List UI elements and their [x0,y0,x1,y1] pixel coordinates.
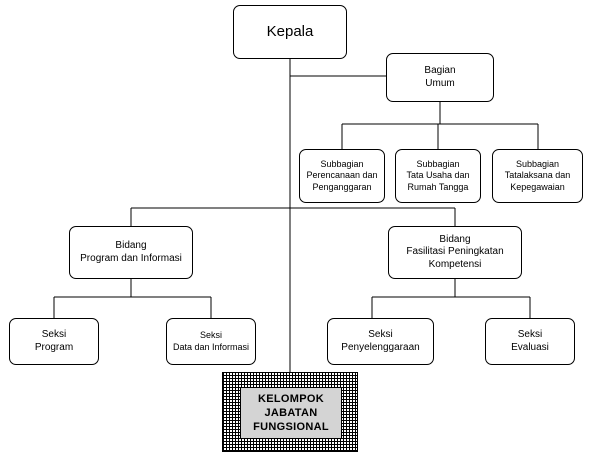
seksi-program-box: Seksi Program [9,318,99,365]
seksi-3-line-2: Penyelenggaraan [341,341,420,353]
kelompok-fungsional-box: KELOMPOK JABATAN FUNGSIONAL [240,387,342,439]
seksi-1-line-1: Seksi [41,329,67,340]
subbagian-1-line-2: Perencanaan dan [306,170,378,181]
seksi-3-line-1: Seksi [368,329,393,340]
seksi-penyelenggaraan-box: Seksi Penyelenggaraan [327,318,434,365]
subbagian-1-line-3: Penganggaran [312,181,372,192]
bagian-umum-line-1: Bagian [424,65,456,76]
bidang-fasilitasi-box: Bidang Fasilitasi Peningkatan Kompetensi [388,226,522,279]
bagian-umum-line-2: Umum [425,77,455,89]
seksi-2-line-1: Seksi [199,330,222,341]
bidang-program-box: Bidang Program dan Informasi [69,226,193,279]
seksi-2-line-2: Data dan Informasi [172,341,250,352]
subbagian-2-line-3: Rumah Tangga [407,181,469,192]
bidang-1-line-1: Bidang [115,240,147,251]
subbagian-2-line-1: Subbagian [416,159,460,170]
bidang-2-line-2: Fasilitasi Peningkatan [406,246,504,258]
kepala-label: Kepala [266,22,314,40]
kelompok-line-2: JABATAN [264,406,318,419]
bagian-umum-box: Bagian Umum [386,53,494,102]
seksi-4-line-1: Seksi [517,329,543,340]
kelompok-line-3: FUNGSIONAL [253,421,329,434]
subbagian-3-line-2: Tatalaksana dan [504,170,571,181]
subbagian-1-line-1: Subbagian [320,159,364,170]
seksi-evaluasi-box: Seksi Evaluasi [485,318,575,365]
seksi-1-line-2: Program [34,341,74,353]
subbagian-perencanaan-box: Subbagian Perencanaan dan Penganggaran [299,149,385,203]
bidang-2-line-1: Bidang [439,233,471,245]
bidang-1-line-2: Program dan Informasi [80,252,182,264]
seksi-4-line-2: Evaluasi [511,341,549,353]
kelompok-line-1: KELOMPOK [258,392,324,405]
subbagian-2-line-2: Tata Usaha dan [406,170,470,181]
bidang-2-line-3: Kompetensi [428,258,482,270]
subbagian-3-line-3: Kepegawaian [510,181,565,192]
subbagian-tatalaksana-box: Subbagian Tatalaksana dan Kepegawaian [492,149,583,203]
seksi-data-informasi-box: Seksi Data dan Informasi [166,318,256,365]
kepala-box: Kepala [233,5,347,59]
subbagian-tata-usaha-box: Subbagian Tata Usaha dan Rumah Tangga [395,149,481,203]
subbagian-3-line-1: Subbagian [515,159,560,170]
